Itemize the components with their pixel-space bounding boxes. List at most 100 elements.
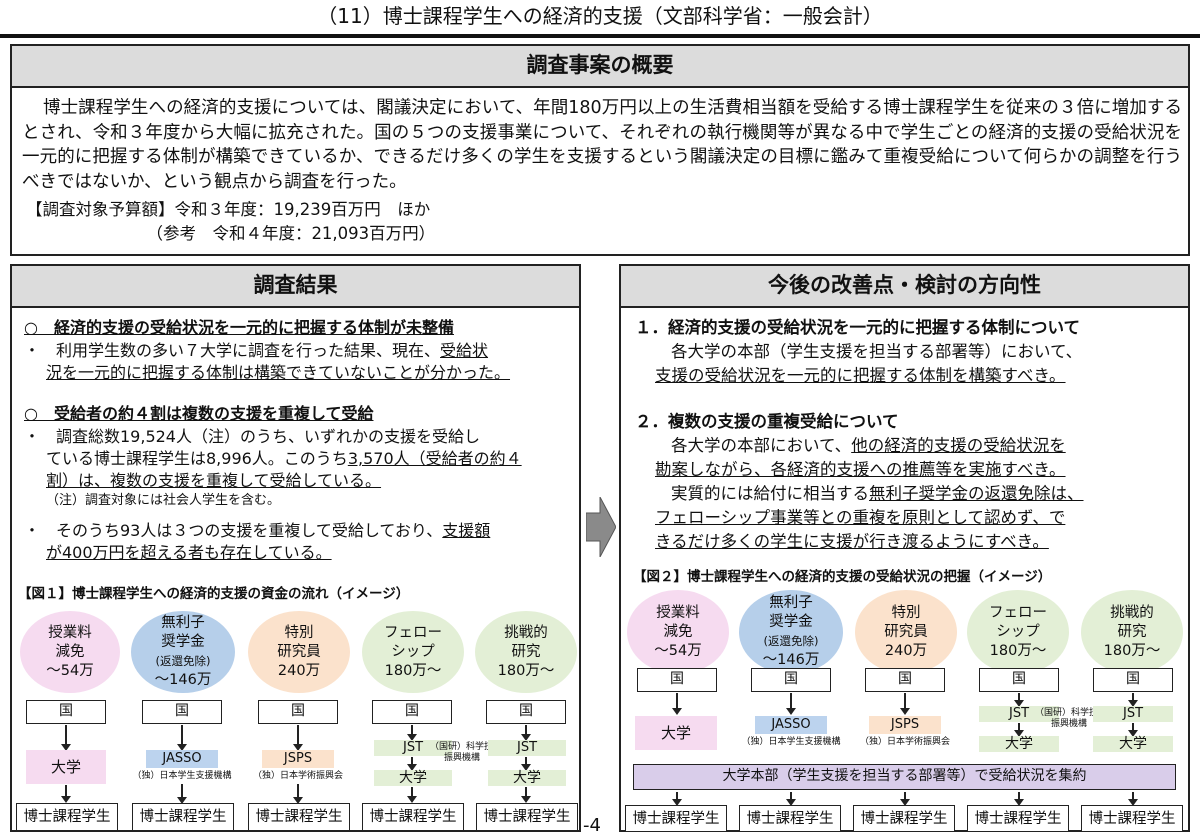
text-span: 各大学の本部において、 (671, 436, 852, 455)
flow-arrow (293, 725, 303, 751)
improve-section-2-line-5: きるだけ多くの学生に支援が行き渡るようにすべき。 (655, 532, 1049, 551)
improve-section-1-line-2: 支援の受給状況を一元的に把握する体制を構築すべき。 (655, 366, 1066, 385)
text-span: 研究 (1117, 623, 1147, 640)
text-span: 研究員 (277, 643, 321, 660)
text-span: （国研）科学技術 (1035, 708, 1108, 718)
program-circle-tuition: 授業料減免 ～54万 (20, 611, 120, 693)
text-span: （国研）科学技術 (430, 742, 503, 752)
text-span: ・ そのうち93人は３つの支援を重複して受給しており、 (24, 521, 443, 540)
fig2-jasso-label: （独）日本学生支援機構 (741, 737, 841, 747)
fig2-kuni-box: 国 (637, 668, 717, 692)
fig1-kuni-box: 国 (372, 700, 452, 724)
fig1-kuni-box: 国 (486, 700, 566, 724)
title-rule (0, 34, 1200, 38)
fig1-student-box: 博士課程学生 (132, 803, 234, 831)
text-span: シップ (391, 643, 435, 660)
figure-1-title: 【図１】博士課程学生への経済的支援の資金の流れ（イメージ） (18, 586, 410, 602)
figure-2-title: 【図２】博士課程学生への経済的支援の受給状況の把握（イメージ） (633, 569, 1052, 585)
results-para-2-line-2: ている博士課程学生は8,996人。このうち3,570人（受給者の約４ (46, 448, 522, 470)
results-panel: 調査結果 ○ 経済的支援の受給状況を一元的に把握する体制が未整備 ・ 利用学生数… (10, 264, 581, 832)
fig2-jst-box: JST (1093, 706, 1173, 722)
text-span: 授業料 (48, 624, 92, 641)
fig2-kuni-box: 国 (1093, 668, 1173, 692)
flow-arrow (293, 784, 303, 804)
text-span: 実質的には給付に相当する (671, 484, 869, 503)
program-circle-fellowship: フェローシップ 180万～ (362, 611, 464, 693)
fig1-kuni-box: 国 (258, 700, 338, 724)
fig2-daigaku-box: 大学 (1093, 736, 1173, 752)
fig1-daigaku-box: 大学 (374, 770, 452, 786)
text-span: 奨学金 (769, 614, 813, 630)
flow-arrow (900, 792, 910, 806)
fig2-daigaku-box: 大学 (979, 736, 1059, 752)
improvement-header: 今後の改善点・検討の方向性 (621, 266, 1188, 308)
improve-section-2-line-1: 各大学の本部において、他の経済的支援の受給状況を (671, 435, 1066, 457)
flow-arrow (407, 787, 417, 803)
improve-section-2-line-3: 実質的には給付に相当する無利子奨学金の返還免除は、 (671, 483, 1084, 505)
flow-arrow (672, 693, 682, 715)
overview-text: 博士課程学生への経済的支援については、閣議決定において、年間180万円以上の生活… (22, 98, 1182, 192)
text-span: ～54万 (46, 662, 94, 679)
right-arrow-icon (586, 497, 616, 557)
fig2-student-box: 博士課程学生 (625, 805, 727, 832)
text-span: 挑戦的 (504, 624, 548, 641)
flow-arrow (1014, 693, 1024, 707)
flow-arrow (1014, 792, 1024, 806)
text-span: 支援額 (442, 521, 491, 540)
flow-arrow (900, 693, 910, 715)
flow-arrow (672, 792, 682, 806)
program-circle-challenge: 挑戦的研究 180万～ (475, 611, 577, 693)
text-span: ～146万 (154, 672, 212, 688)
results-para-3-line-2: が400万円を超える者も存在している。 (46, 543, 332, 562)
fig2-jst-box: JST (979, 706, 1059, 722)
fig1-student-box: 博士課程学生 (248, 803, 350, 831)
text-span: 減免 (55, 643, 85, 660)
budget-line-1: 【調査対象予算額】令和３年度：19,239百万円 ほか (26, 200, 431, 219)
page-title: （11）博士課程学生への経済的支援（文部科学省：一般会計） (317, 4, 883, 28)
text-span: ・ 利用学生数の多い７大学に調査を行った結果、現在、 (24, 341, 441, 360)
fig1-jsps-box: JSPS (262, 750, 334, 768)
fig2-student-box: 博士課程学生 (739, 805, 841, 832)
flow-arrow (521, 725, 531, 741)
results-heading-2: ○ 受給者の約４割は複数の支援を重複して受給 (24, 404, 374, 423)
text-span: ～54万 (654, 642, 702, 659)
fig1-student-box: 博士課程学生 (362, 803, 464, 831)
results-note: （注）調査対象には社会人学生を含む。 (46, 493, 281, 508)
improve-section-2-line-4: フェローシップ事業等との重複を原則として認めず、で (655, 508, 1066, 527)
results-header: 調査結果 (12, 266, 579, 308)
overview-budget: 【調査対象予算額】令和３年度：19,239百万円 ほか （参考 令和４年度：21… (26, 198, 435, 246)
fig2-daigaku-box: 大学 (635, 716, 717, 750)
text-span: 振興機構 (443, 753, 480, 763)
text-span: 無利子奨学金の返還免除は、 (869, 484, 1084, 503)
text-span: フェロー (384, 624, 442, 641)
fig1-kuni-box: 国 (142, 700, 222, 724)
fig1-jst-label: （国研）科学技術振興機構 (430, 742, 502, 764)
text-span: 無利子 (161, 615, 205, 631)
fig1-kuni-box: 国 (26, 700, 106, 724)
text-span: 3,570人（受給者の約４ (347, 449, 522, 468)
fig2-jsps-box: JSPS (869, 716, 941, 734)
improve-section-1-line-1: 各大学の本部（学生支援を担当する部署等）において、 (671, 342, 1083, 361)
flow-arrow (786, 693, 796, 715)
program-circle-loan: 無利子奨学金(返還免除)～146万 (739, 590, 843, 674)
text-span: 振興機構 (1050, 719, 1087, 729)
flow-arrow (1014, 723, 1024, 737)
fig2-student-box: 博士課程学生 (1081, 805, 1183, 832)
text-span: 180万～ (497, 662, 555, 679)
fig2-jst-label: （国研）科学技術振興機構 (1035, 708, 1107, 730)
text-span: 特別 (284, 624, 314, 641)
text-span: 受給状 (440, 341, 489, 360)
text-span: 研究員 (884, 623, 928, 640)
text-span: 180万～ (1103, 642, 1161, 659)
improve-section-2-line-2: 勘案しながら、各経済的支援への推薦等を実施すべき。 (655, 460, 1066, 479)
flow-arrow (521, 787, 531, 803)
text-span: (返還免除) (763, 634, 819, 648)
program-circle-tuition: 授業料減免～54万 (627, 590, 729, 674)
central-collection-bar: 大学本部（学生支援を担当する部署等）で受給状況を集約 (633, 764, 1176, 790)
text-span: 180万～ (384, 662, 442, 679)
text-span: 研究 (511, 643, 541, 660)
